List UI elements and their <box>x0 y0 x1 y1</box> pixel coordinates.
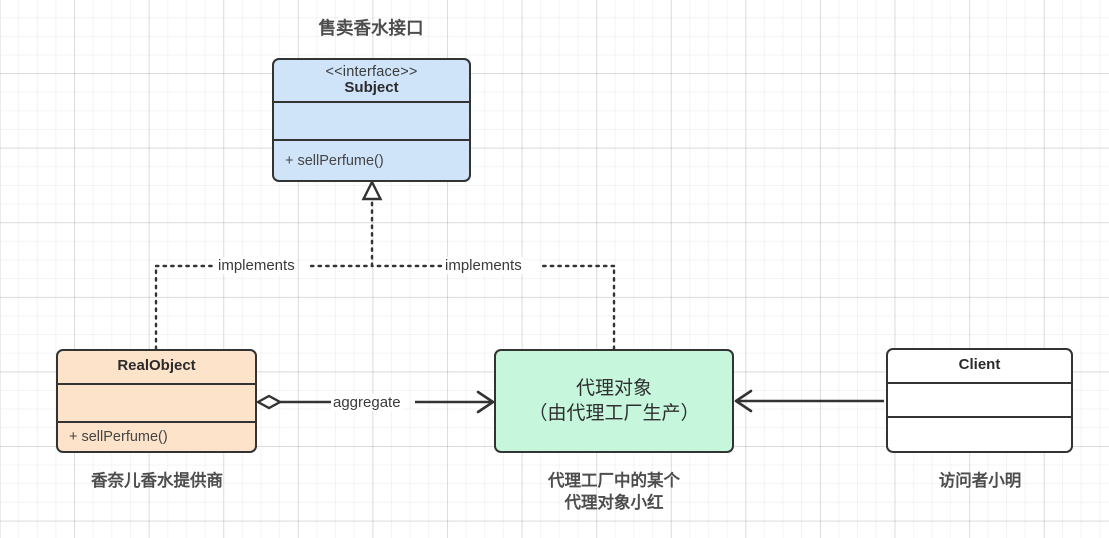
realobject-operations-compartment: + sellPerfume() <box>58 421 255 451</box>
realobject-title-compartment: RealObject <box>58 351 255 383</box>
caption-proxy: 代理工厂中的某个 代理对象小红 <box>548 472 680 513</box>
proxy-label: 代理对象 （由代理工厂生产） <box>496 376 732 426</box>
subject-attributes-compartment <box>274 100 469 140</box>
subject-operations-compartment: + sellPerfume() <box>274 139 469 180</box>
proxy-label-line1: 代理对象 <box>575 377 652 399</box>
aggregate-open-arrowhead <box>476 390 495 414</box>
edge-client-uses-proxy <box>734 389 884 413</box>
caption-realobject: 香奈儿香水提供商 <box>91 472 223 490</box>
edge-label-implements-right: implements <box>443 257 524 274</box>
edge-implements-left <box>154 264 374 351</box>
class-box-realobject[interactable]: RealObject + sellPerfume() <box>56 349 257 453</box>
client-attributes-compartment <box>888 381 1071 417</box>
class-box-subject[interactable]: <<interface>> Subject + sellPerfume() <box>272 58 471 182</box>
edge-aggregate <box>255 390 495 414</box>
subject-title-compartment: <<interface>> Subject <box>274 60 469 101</box>
class-box-client[interactable]: Client <box>886 348 1073 453</box>
class-box-proxy[interactable]: 代理对象 （由代理工厂生产） <box>494 349 734 453</box>
realobject-class-name: RealObject <box>117 357 196 375</box>
client-proxy-open-arrowhead <box>734 389 753 413</box>
aggregation-hollow-diamond <box>255 394 283 410</box>
edge-label-implements-left: implements <box>216 257 297 274</box>
edge-label-aggregate: aggregate <box>331 394 403 411</box>
client-class-name: Client <box>958 356 1001 374</box>
subject-class-name: Subject <box>344 79 399 97</box>
edge-implements-right <box>370 264 616 351</box>
client-title-compartment: Client <box>888 350 1071 382</box>
realobject-attributes-compartment <box>58 382 255 421</box>
interface-title-caption: 售卖香水接口 <box>318 18 424 38</box>
caption-client: 访问者小明 <box>938 472 1022 490</box>
proxy-label-line2: （由代理工厂生产） <box>528 403 700 424</box>
realization-triangle-arrowhead <box>361 179 383 201</box>
subject-stereotype: <<interface>> <box>325 63 418 80</box>
client-operations-compartment <box>888 416 1071 451</box>
